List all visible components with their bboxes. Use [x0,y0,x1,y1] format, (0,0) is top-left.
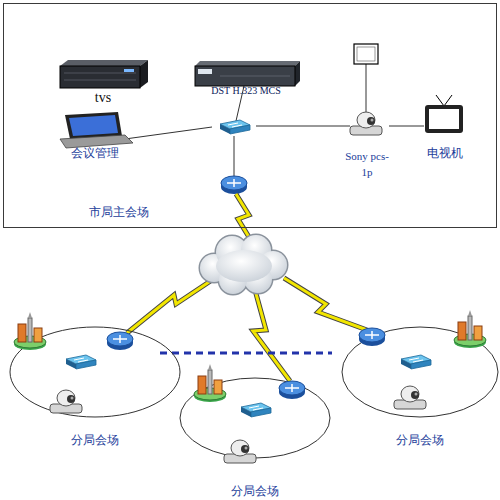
venue-label: 分局会场 [215,484,295,498]
tv-icon [425,95,463,133]
mcs-node: DST H.323 MCS [190,58,302,98]
camera-icon [350,112,382,135]
cloud-icon [200,235,287,294]
router-icon [107,332,133,350]
building-icon [194,364,226,402]
venue-label: 分局会场 [50,433,140,447]
switch-icon [401,355,431,369]
monitor-icon [354,44,378,64]
server-icon [60,60,148,88]
switch-icon [220,120,250,134]
tv-node: 电视机 [424,92,466,164]
camera-icon [50,390,82,413]
router-icon [221,176,247,194]
camera-node: Sony pcs-1p [345,108,389,186]
venue-label: 分局会场 [375,433,465,447]
switch-icon [66,355,96,369]
venue-label: 市局主会场 [79,205,159,219]
building-icon [454,310,486,348]
router-icon [359,328,385,346]
camera-icon [394,386,426,409]
cable-line [389,126,424,127]
mcs-icon [195,61,300,86]
device-label: 会议管理 [55,146,135,160]
device-label: DST H.323 MCS [190,85,302,97]
device-label: 电视机 [424,146,466,160]
main-venue-frame: 市局主会场 tvs DST H.323 MCS 会议管理 Sony pcs-1p 电视机 [3,3,497,228]
device-label: Sony pcs-1p [345,148,389,180]
laptop-node: 会议管理 [55,108,135,160]
router-icon [279,381,305,399]
branch-venue: 分局会场 [340,322,498,448]
camera-icon [224,440,256,463]
server-node: tvs [58,58,148,110]
laptop-icon [60,112,133,148]
branch-venue: 分局会场 [10,322,182,448]
device-label: tvs [58,91,148,105]
branch-venue: 分局会场 [178,372,333,496]
lan-wires [125,64,366,178]
switch-icon [241,403,271,417]
building-icon [14,312,46,350]
wan-links [127,194,367,381]
more-branches-dash [160,352,332,355]
